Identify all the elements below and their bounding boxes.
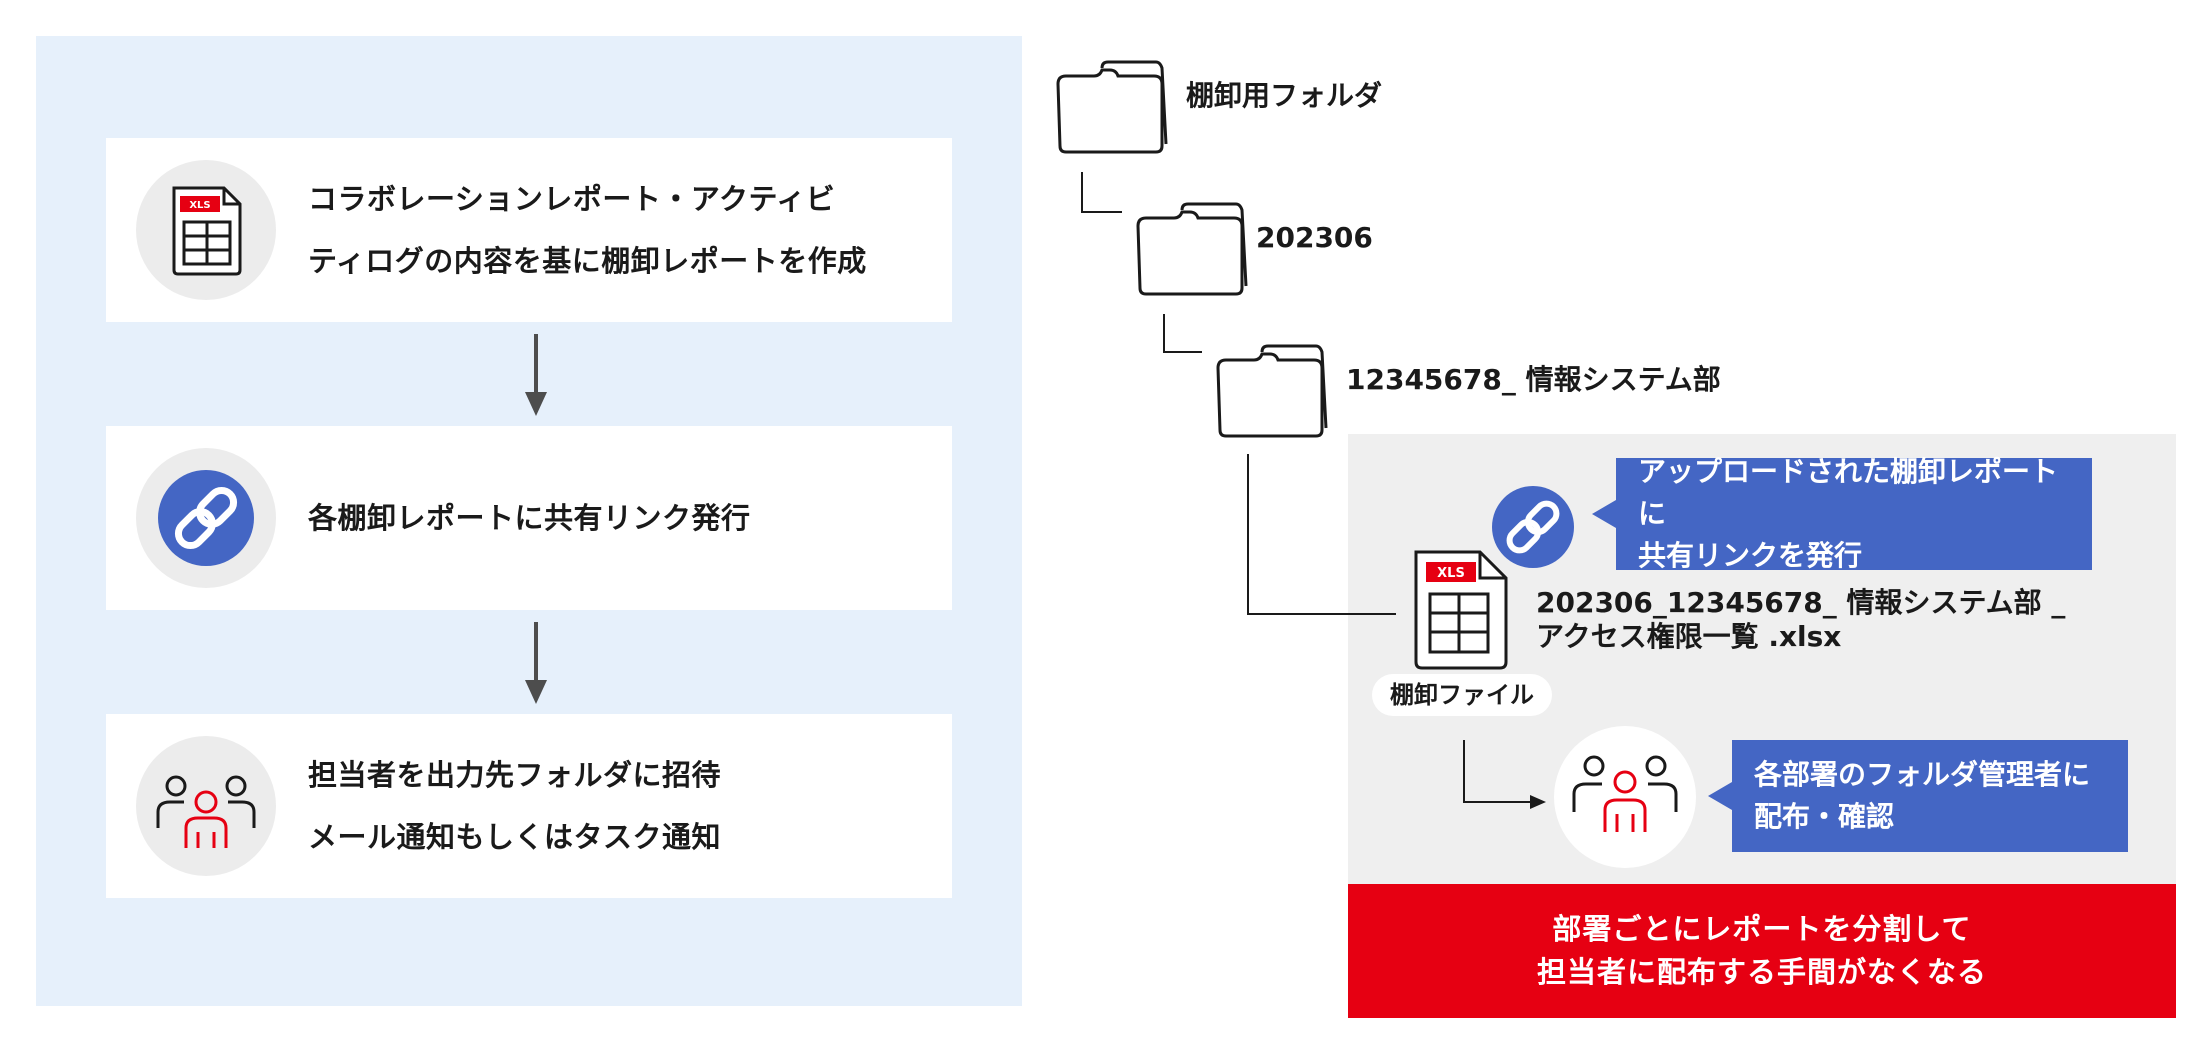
banner-line: 部署ごとにレポートを分割して xyxy=(1552,912,1972,946)
connector-line xyxy=(1247,454,1396,615)
step-line: ティログの内容を基に棚卸レポートを作成 xyxy=(308,244,867,278)
xls-file-icon: XLS xyxy=(172,186,242,276)
file-name: 202306_12345678_ 情報システム部 _ アクセス権限一覧 .xls… xyxy=(1536,586,2065,654)
folder-label-month: 202306 xyxy=(1256,221,1373,254)
people-icon-circle xyxy=(1554,726,1696,868)
xls-badge-text: XLS xyxy=(189,200,210,211)
people-icon xyxy=(156,775,256,848)
xls-file-icon: XLS xyxy=(1414,550,1508,670)
file-label: 棚卸ファイル xyxy=(1372,674,1552,716)
step-line: メール通知もしくはタスク通知 xyxy=(308,820,722,854)
callout-line: 各部署のフォルダ管理者に xyxy=(1754,758,2091,791)
benefit-banner: 部署ごとにレポートを分割して 担当者に配布する手間がなくなる xyxy=(1348,884,2176,1018)
callout-line: 配布・確認 xyxy=(1754,800,1895,833)
flow-arrow-down xyxy=(525,622,547,704)
file-name-line: アクセス権限一覧 .xlsx xyxy=(1536,620,1842,653)
link-icon xyxy=(158,470,254,566)
connector-arrowhead xyxy=(1530,795,1546,809)
step-icon-circle xyxy=(136,448,276,588)
flow-panel: XLS コラボレーションレポート・アクティビ ティログの内容を基に棚卸レポートを… xyxy=(36,36,1022,1006)
step-description: コラボレーションレポート・アクティビ ティログの内容を基に棚卸レポートを作成 xyxy=(308,138,932,322)
callout-distribute: 各部署のフォルダ管理者に 配布・確認 xyxy=(1708,740,2128,852)
connector-line xyxy=(1463,740,1538,803)
folder-icon xyxy=(1056,60,1168,154)
step-card-create-report: XLS コラボレーションレポート・アクティビ ティログの内容を基に棚卸レポートを… xyxy=(106,138,952,322)
connector-line xyxy=(1163,314,1202,353)
step-card-share-link: 各棚卸レポートに共有リンク発行 xyxy=(106,426,952,610)
step-line: 各棚卸レポートに共有リンク発行 xyxy=(308,501,751,535)
xls-badge-text: XLS xyxy=(1437,566,1465,581)
banner-line: 担当者に配布する手間がなくなる xyxy=(1536,955,1987,989)
callout-share-link: アップロードされた棚卸レポートに 共有リンクを発行 xyxy=(1592,455,2092,572)
step-icon-circle xyxy=(136,736,276,876)
step-card-invite: 担当者を出力先フォルダに招待 メール通知もしくはタスク通知 xyxy=(106,714,952,898)
step-line: 担当者を出力先フォルダに招待 xyxy=(308,758,722,792)
step-description: 各棚卸レポートに共有リンク発行 xyxy=(308,426,932,610)
folder-label-department: 12345678_ 情報システム部 xyxy=(1346,363,1721,396)
flow-arrow-down xyxy=(525,334,547,416)
step-icon-circle: XLS xyxy=(136,160,276,300)
callout-line: アップロードされた棚卸レポートに xyxy=(1638,455,2059,530)
file-name-line: 202306_12345678_ 情報システム部 _ xyxy=(1536,586,2066,619)
folder-icon xyxy=(1136,202,1248,296)
step-description: 担当者を出力先フォルダに招待 メール通知もしくはタスク通知 xyxy=(308,714,932,898)
connector-line xyxy=(1081,172,1122,213)
callout-line: 共有リンクを発行 xyxy=(1638,539,1863,572)
step-line: コラボレーションレポート・アクティビ xyxy=(308,182,836,216)
people-icon xyxy=(1572,755,1678,832)
folder-icon xyxy=(1216,344,1328,438)
link-icon xyxy=(1492,486,1574,568)
folder-label-root: 棚卸用フォルダ xyxy=(1186,79,1383,112)
